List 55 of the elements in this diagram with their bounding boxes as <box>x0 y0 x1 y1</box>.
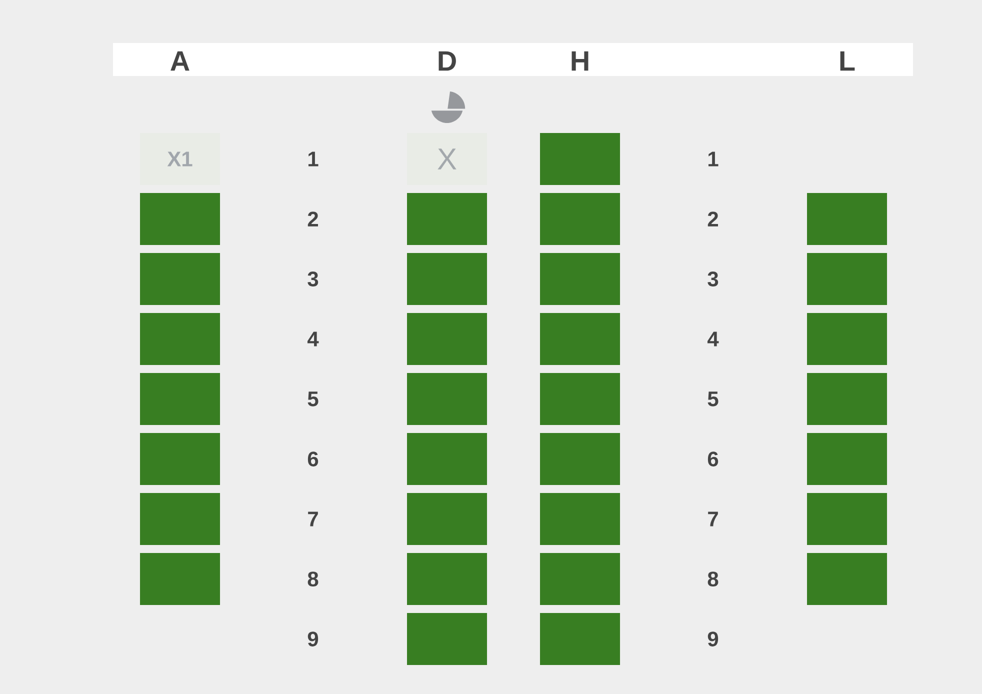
seat <box>807 433 887 485</box>
row-number: 6 <box>308 452 318 466</box>
seat: X1 <box>140 133 220 185</box>
seat <box>140 373 220 425</box>
seat <box>807 253 887 305</box>
row-number: 6 <box>708 452 718 466</box>
row-number: 2 <box>308 212 318 226</box>
row-number: 8 <box>308 572 318 586</box>
column-letter: D <box>438 51 456 71</box>
seat <box>407 553 487 605</box>
seat <box>807 493 887 545</box>
seat <box>407 313 487 365</box>
row-number: 9 <box>308 632 318 646</box>
column-letter: L <box>840 51 855 71</box>
seat <box>140 493 220 545</box>
seat <box>407 493 487 545</box>
seat <box>807 313 887 365</box>
seat <box>140 193 220 245</box>
row-number: 4 <box>307 332 319 346</box>
seat <box>540 493 620 545</box>
seat <box>540 433 620 485</box>
row-number: 7 <box>708 512 718 526</box>
column-letter: A <box>170 51 190 71</box>
seat <box>540 553 620 605</box>
seat <box>407 373 487 425</box>
seat <box>140 253 220 305</box>
seat <box>140 433 220 485</box>
row-number: 1 <box>708 152 718 166</box>
seat <box>807 553 887 605</box>
seat <box>140 553 220 605</box>
seat <box>407 193 487 245</box>
seat <box>540 133 620 185</box>
seat <box>540 613 620 665</box>
seat <box>540 253 620 305</box>
seat <box>540 193 620 245</box>
seat <box>807 193 887 245</box>
row-number: 2 <box>708 212 718 226</box>
column-letter: H <box>572 51 588 71</box>
row-number: 5 <box>708 392 718 406</box>
seat <box>540 313 620 365</box>
seat <box>407 613 487 665</box>
row-number: 1 <box>308 152 318 166</box>
row-number: 9 <box>708 632 718 646</box>
row-number: 8 <box>708 572 718 586</box>
row-number: 7 <box>308 512 318 526</box>
row-number: 5 <box>308 392 318 406</box>
seat <box>807 373 887 425</box>
seat <box>540 373 620 425</box>
seat <box>407 253 487 305</box>
seat <box>407 433 487 485</box>
row-number: 4 <box>707 332 719 346</box>
seat <box>140 313 220 365</box>
row-number: 3 <box>708 272 718 286</box>
row-number: 3 <box>308 272 318 286</box>
seat: X <box>407 133 487 185</box>
